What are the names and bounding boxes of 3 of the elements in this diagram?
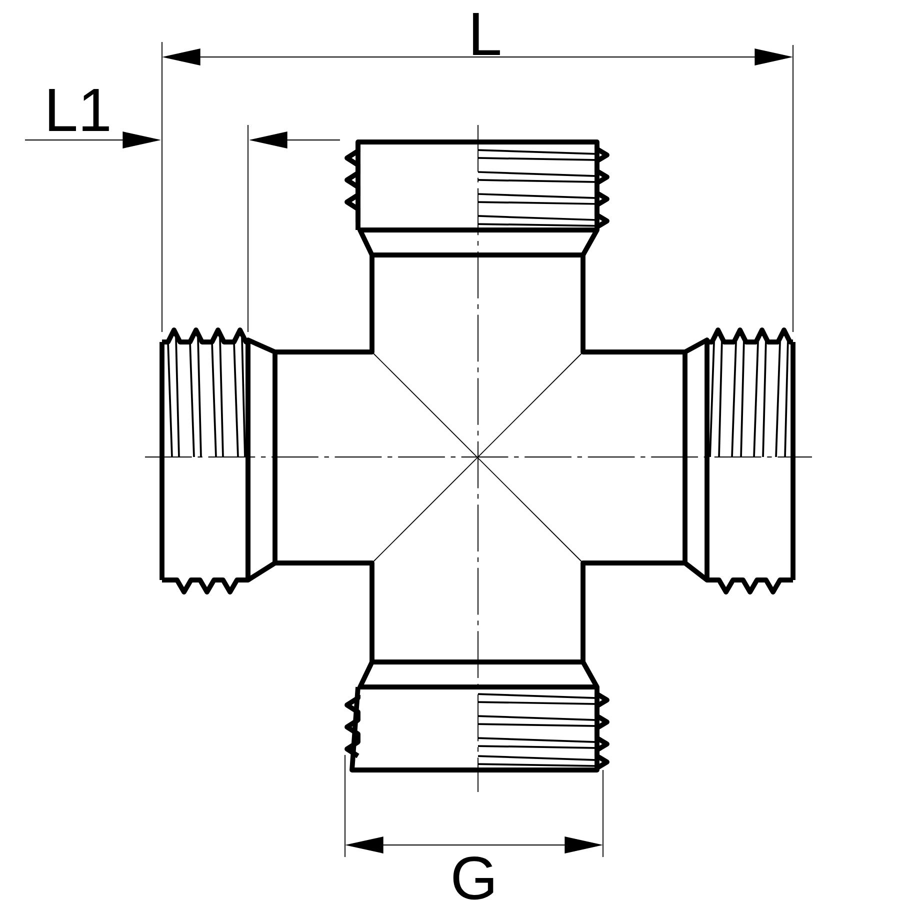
dimension-label: L1 <box>49 89 109 131</box>
dimension-label: G <box>453 856 494 900</box>
dimension-label: L <box>473 13 500 55</box>
